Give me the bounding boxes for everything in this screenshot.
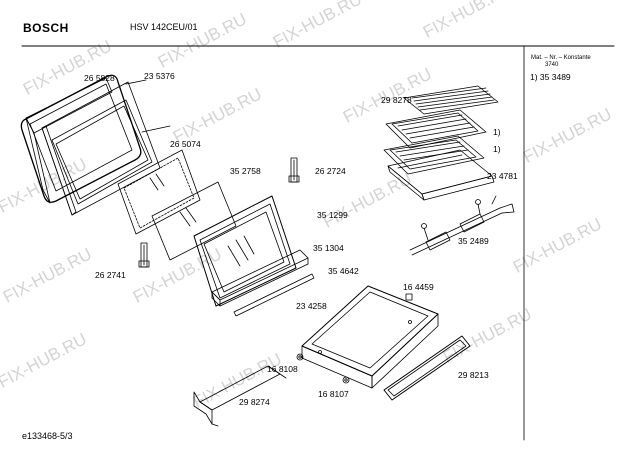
oven-rack-part-2 <box>383 135 485 175</box>
inner-glass-part <box>117 149 201 235</box>
part-label-262724: 26 2724 <box>315 166 346 176</box>
part-label-262741: 26 2741 <box>95 270 126 280</box>
fastener-168108 <box>296 353 304 361</box>
glass-panel-part <box>151 181 237 261</box>
part-label-351299: 35 1299 <box>317 210 348 220</box>
part-label-351304: 35 1304 <box>313 243 344 253</box>
door-handle-part <box>211 249 309 307</box>
drawer-front-part <box>383 335 471 401</box>
part-label-234258: 23 4258 <box>296 301 327 311</box>
part-label-168108: 16 8108 <box>267 364 298 374</box>
model-number: HSV 142CEU/01 <box>130 22 198 32</box>
part-label-ref1b: 1) <box>493 144 501 154</box>
trim-strip-part <box>233 273 315 317</box>
fastener-164459 <box>405 293 413 301</box>
part-label-352489: 35 2489 <box>458 236 489 246</box>
brand-logo: BOSCH <box>23 21 69 35</box>
part-label-298274: 29 8274 <box>239 397 270 407</box>
side-note-line2: 3740 <box>545 62 559 68</box>
outer-door-part <box>193 195 297 307</box>
part-label-ref1a: 1) <box>493 127 501 137</box>
baking-tray-part <box>387 149 495 201</box>
fastener-168107 <box>342 376 350 384</box>
inner-door-frame-part <box>41 79 171 216</box>
burner-assembly-part <box>409 195 515 256</box>
part-label-265828: 26 5828 <box>84 73 115 83</box>
bracket-part <box>193 365 287 427</box>
part-label-298213: 29 8213 <box>458 370 489 380</box>
hinge-part-262741 <box>138 242 150 268</box>
part-label-298278: 29 8278 <box>381 95 412 105</box>
part-label-235376: 23 5376 <box>144 71 175 81</box>
document-id: e133468-5/3 <box>22 431 73 441</box>
side-note-line1: Mat. – Nr. – Konstante <box>531 55 591 61</box>
part-label-234781: 23 4781 <box>487 171 518 181</box>
oven-rack-part <box>385 85 499 149</box>
part-label-265074: 26 5074 <box>170 139 201 149</box>
part-label-354642: 35 4642 <box>328 266 359 276</box>
part-label-164459: 16 4459 <box>403 282 434 292</box>
side-reference: 1) 35 3489 <box>530 72 571 82</box>
door-gasket-part <box>20 74 142 204</box>
hinge-part-262724 <box>288 157 300 183</box>
part-label-352758: 35 2758 <box>230 166 261 176</box>
storage-drawer-part <box>301 285 439 389</box>
part-label-168107: 16 8107 <box>318 389 349 399</box>
side-note: Mat. – Nr. – Konstante 3740 <box>531 55 591 69</box>
